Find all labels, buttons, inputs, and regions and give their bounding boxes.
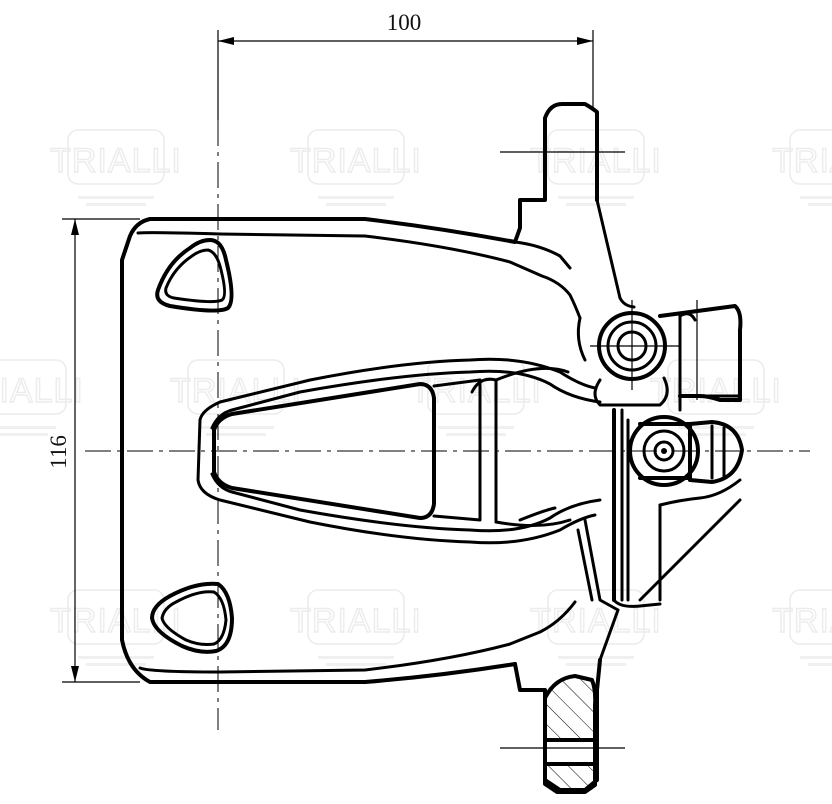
caliper-body [120, 102, 743, 792]
svg-text:TRIALLI: TRIALLI [0, 372, 84, 410]
dimension-height-label: 116 [46, 435, 71, 469]
dimension-width-label: 100 [387, 10, 422, 35]
section-hatch-bracket [543, 674, 598, 794]
watermark-logo: TRIALLI [771, 129, 832, 206]
watermark-logo: TRIALLI [771, 589, 832, 666]
watermark-logo: TRIALLI [289, 589, 422, 666]
svg-text:TRIALLI: TRIALLI [50, 602, 182, 640]
svg-text:TRIALLI: TRIALLI [772, 142, 832, 180]
watermark-logo: TRIALLI [0, 359, 84, 436]
watermark-logo: TRIALLI [529, 589, 662, 666]
watermark-logo: TRIALLI [649, 359, 782, 436]
svg-text:TRIALLI: TRIALLI [772, 602, 832, 640]
svg-text:TRIALLI: TRIALLI [650, 372, 782, 410]
watermark-logo: TRIALLI [49, 129, 182, 206]
watermark-logo: TRIALLI [289, 129, 422, 206]
dimension-height: 116 [46, 218, 140, 683]
pad-hole-bottom [150, 581, 234, 654]
svg-text:TRIALLI: TRIALLI [530, 602, 662, 640]
bleed-screw [628, 415, 744, 487]
svg-text:TRIALLI: TRIALLI [290, 602, 422, 640]
dimension-width: 100 [217, 10, 594, 120]
svg-text:TRIALLI: TRIALLI [170, 372, 302, 410]
svg-text:TRIALLI: TRIALLI [50, 142, 182, 180]
watermark-logo: TRIALLI [169, 359, 302, 436]
pad-hole-top [155, 238, 234, 313]
upper-guide-pin [593, 311, 669, 407]
svg-text:TRIALLI: TRIALLI [290, 142, 422, 180]
watermark-logo: TRIALLI [49, 589, 182, 666]
